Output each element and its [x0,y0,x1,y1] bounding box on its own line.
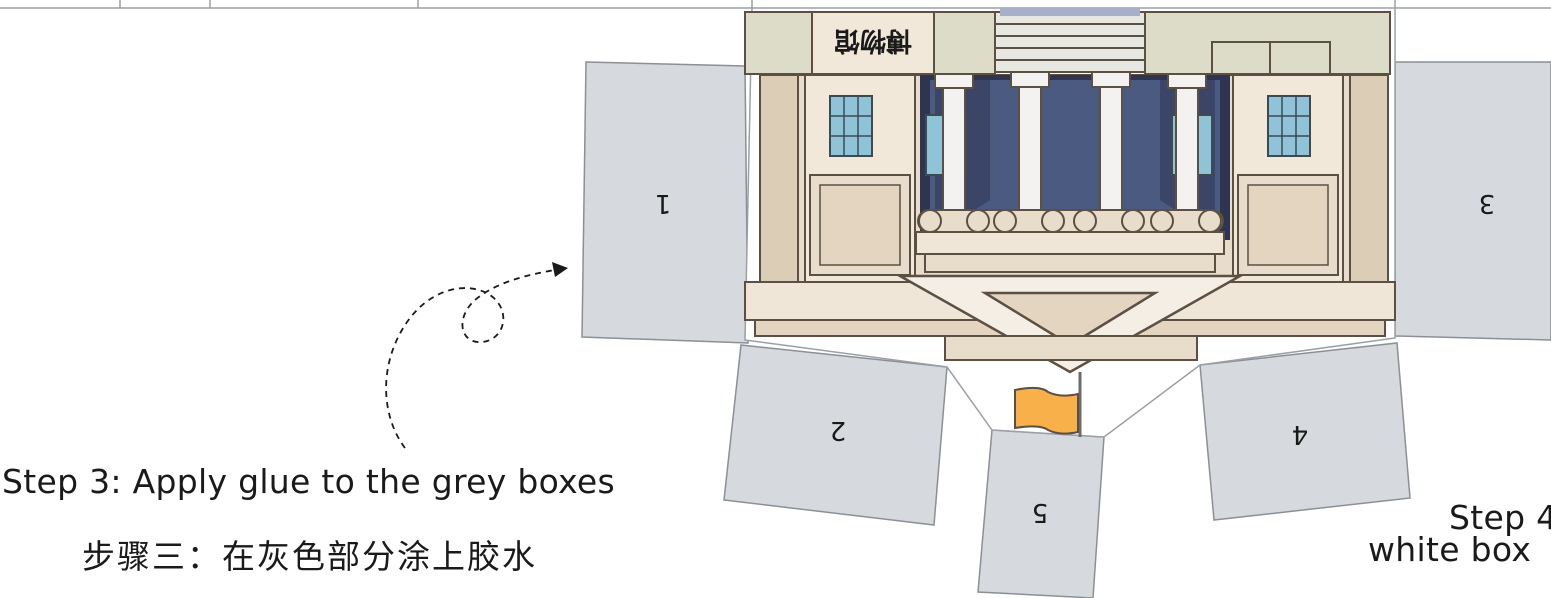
dashed-arrow-icon [385,269,556,449]
glue-tab-5: 5 [977,429,1105,598]
museum-sign: 博物馆 [834,25,912,56]
top-strip [0,0,1551,9]
tab-label-4: 4 [1292,419,1309,449]
tab-label-5: 5 [1032,497,1049,527]
step3-english: Step 3: Apply glue to the grey boxes [2,462,616,501]
glue-tab-2: 2 [723,344,948,526]
tab-label-1: 1 [655,188,672,218]
glue-tab-3: 3 [1394,61,1551,341]
glue-tab-4: 4 [1199,342,1411,521]
step4-english-partial: Step 4 [1449,498,1551,537]
step3-chinese: 步骤三：在灰色部分涂上胶水 [82,537,537,576]
step4-english-line2-partial: white box [1368,530,1532,569]
museum-building: 博物馆 [744,7,1396,438]
tab-label-3: 3 [1479,188,1496,218]
tab-label-2: 2 [830,415,847,445]
arrowhead-icon [552,262,568,277]
glue-tab-1: 1 [581,61,749,344]
